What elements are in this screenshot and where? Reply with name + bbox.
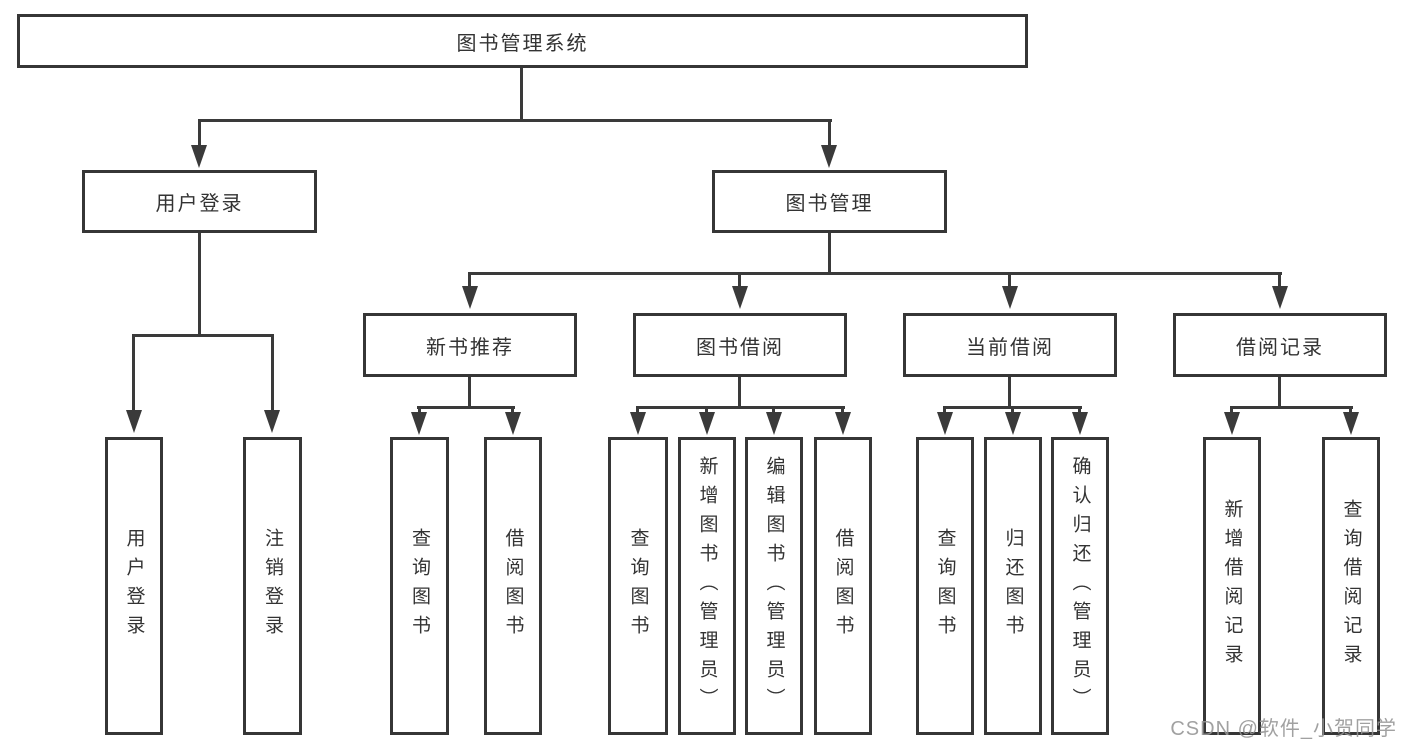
- connector-line: [511, 406, 514, 415]
- leaf-label: 编辑图书（管理员）: [763, 455, 785, 717]
- connector-line: [705, 406, 708, 415]
- leaf-label: 查询图书: [627, 528, 649, 644]
- leaf-label: 注销登录: [262, 528, 283, 644]
- leaf-query-books: 查询图书: [390, 437, 449, 735]
- leaf-label: 新增图书（管理员）: [696, 455, 718, 717]
- connector-line: [1078, 406, 1081, 415]
- arrow-down-icon: [1224, 412, 1240, 435]
- connector-line: [841, 406, 844, 415]
- connector-line: [132, 334, 274, 337]
- node-current-borrowing: 当前借阅: [903, 313, 1117, 377]
- arrow-down-icon: [630, 412, 646, 435]
- arrow-down-icon: [732, 286, 748, 309]
- leaf-label: 借阅图书: [502, 528, 524, 644]
- arrow-down-icon: [1272, 286, 1288, 309]
- connector-line: [1278, 377, 1281, 409]
- connector-line: [1230, 406, 1353, 409]
- leaf-query-borrow-record: 查询借阅记录: [1322, 437, 1380, 735]
- connector-line: [198, 119, 832, 122]
- node-user-login: 用户登录: [82, 170, 317, 233]
- node-book-management: 图书管理: [712, 170, 947, 233]
- arrow-down-icon: [191, 145, 207, 168]
- leaf-edit-book-admin: 编辑图书（管理员）: [745, 437, 803, 735]
- connector-line: [636, 406, 845, 409]
- arrow-down-icon: [1343, 412, 1359, 435]
- connector-line: [271, 334, 274, 412]
- leaf-label: 查询图书: [409, 528, 430, 644]
- connector-line: [1278, 272, 1281, 288]
- connector-line: [198, 119, 201, 148]
- connector-line: [468, 272, 1282, 275]
- arrow-down-icon: [411, 412, 427, 435]
- connector-line: [828, 233, 831, 275]
- leaf-query-books-3: 查询图书: [916, 437, 974, 735]
- connector-line: [1011, 406, 1014, 415]
- leaf-return-book: 归还图书: [984, 437, 1042, 735]
- connector-line: [198, 233, 201, 337]
- connector-line: [1349, 406, 1352, 415]
- leaf-confirm-return-admin: 确认归还（管理员）: [1051, 437, 1109, 735]
- arrow-down-icon: [1005, 412, 1021, 435]
- leaf-label: 新增借阅记录: [1221, 499, 1243, 673]
- leaf-user-login: 用户登录: [105, 437, 163, 735]
- arrow-down-icon: [821, 145, 837, 168]
- connector-line: [520, 68, 523, 122]
- connector-line: [468, 377, 471, 409]
- leaf-label: 借阅图书: [832, 528, 854, 644]
- arrow-down-icon: [1072, 412, 1088, 435]
- connector-line: [1008, 377, 1011, 409]
- node-new-book-recommend: 新书推荐: [363, 313, 577, 377]
- node-library-management-system: 图书管理系统: [17, 14, 1028, 68]
- connector-line: [468, 272, 471, 288]
- leaf-query-books-2: 查询图书: [608, 437, 668, 735]
- leaf-add-borrow-record: 新增借阅记录: [1203, 437, 1261, 735]
- connector-line: [636, 406, 639, 415]
- node-book-borrowing: 图书借阅: [633, 313, 847, 377]
- arrow-down-icon: [126, 410, 142, 433]
- arrow-down-icon: [937, 412, 953, 435]
- connector-line: [1230, 406, 1233, 415]
- connector-line: [943, 406, 946, 415]
- leaf-borrow-books: 借阅图书: [484, 437, 542, 735]
- arrow-down-icon: [699, 412, 715, 435]
- connector-line: [772, 406, 775, 415]
- leaf-borrow-books-2: 借阅图书: [814, 437, 872, 735]
- connector-line: [1008, 272, 1011, 288]
- leaf-label: 查询借阅记录: [1340, 499, 1362, 673]
- leaf-logout: 注销登录: [243, 437, 302, 735]
- arrow-down-icon: [264, 410, 280, 433]
- arrow-down-icon: [505, 412, 521, 435]
- node-borrowing-records: 借阅记录: [1173, 313, 1387, 377]
- connector-line: [417, 406, 515, 409]
- leaf-add-book-admin: 新增图书（管理员）: [678, 437, 736, 735]
- leaf-label: 确认归还（管理员）: [1069, 455, 1091, 717]
- connector-line: [738, 272, 741, 288]
- arrow-down-icon: [766, 412, 782, 435]
- arrow-down-icon: [835, 412, 851, 435]
- leaf-label: 用户登录: [123, 528, 145, 644]
- arrow-down-icon: [1002, 286, 1018, 309]
- connector-line: [738, 377, 741, 409]
- connector-line: [828, 119, 831, 148]
- connector-line: [418, 406, 421, 415]
- csdn-watermark: CSDN @软件_小贺同学: [1170, 718, 1397, 740]
- leaf-label: 查询图书: [934, 528, 956, 644]
- connector-line: [132, 334, 135, 412]
- arrow-down-icon: [462, 286, 478, 309]
- leaf-label: 归还图书: [1002, 528, 1024, 644]
